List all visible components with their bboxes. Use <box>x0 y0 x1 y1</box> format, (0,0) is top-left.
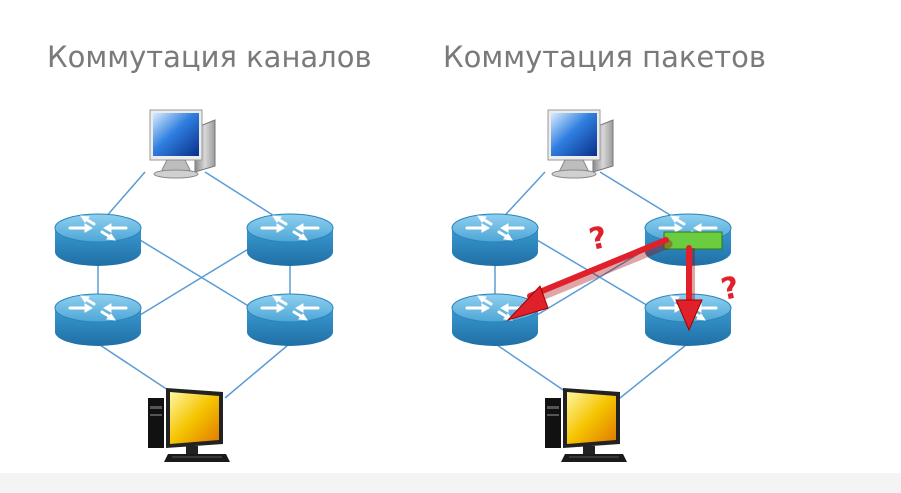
link <box>496 344 576 399</box>
bottom-strip <box>0 473 901 493</box>
router-icon <box>245 212 335 268</box>
router-icon <box>53 292 143 348</box>
arrow-head-icon <box>506 285 549 322</box>
source-computer-icon <box>547 109 614 179</box>
router-icon <box>245 292 335 348</box>
router-icon <box>53 212 143 268</box>
link <box>619 344 687 399</box>
circuit-switching-network <box>53 109 335 463</box>
link <box>224 344 289 399</box>
arrow-to-left-router <box>527 237 669 299</box>
link <box>139 247 251 316</box>
arrow-head-icon <box>675 299 703 332</box>
circuit-links <box>97 171 291 399</box>
destination-computer-icon <box>147 387 231 463</box>
router-icon <box>450 212 540 268</box>
title-circuit-switching: Коммутация каналов <box>47 40 372 74</box>
destination-computer-icon <box>544 387 628 463</box>
source-computer-icon <box>149 109 216 179</box>
packet-icon <box>663 231 723 250</box>
routing-arrows <box>506 237 703 332</box>
packet-switching-network: ? ? <box>450 109 742 463</box>
question-mark: ? <box>586 220 610 258</box>
title-packet-switching: Коммутация пакетов <box>443 40 766 74</box>
link <box>139 239 256 311</box>
packet-links <box>494 171 689 399</box>
link <box>536 247 649 316</box>
link <box>536 239 656 311</box>
